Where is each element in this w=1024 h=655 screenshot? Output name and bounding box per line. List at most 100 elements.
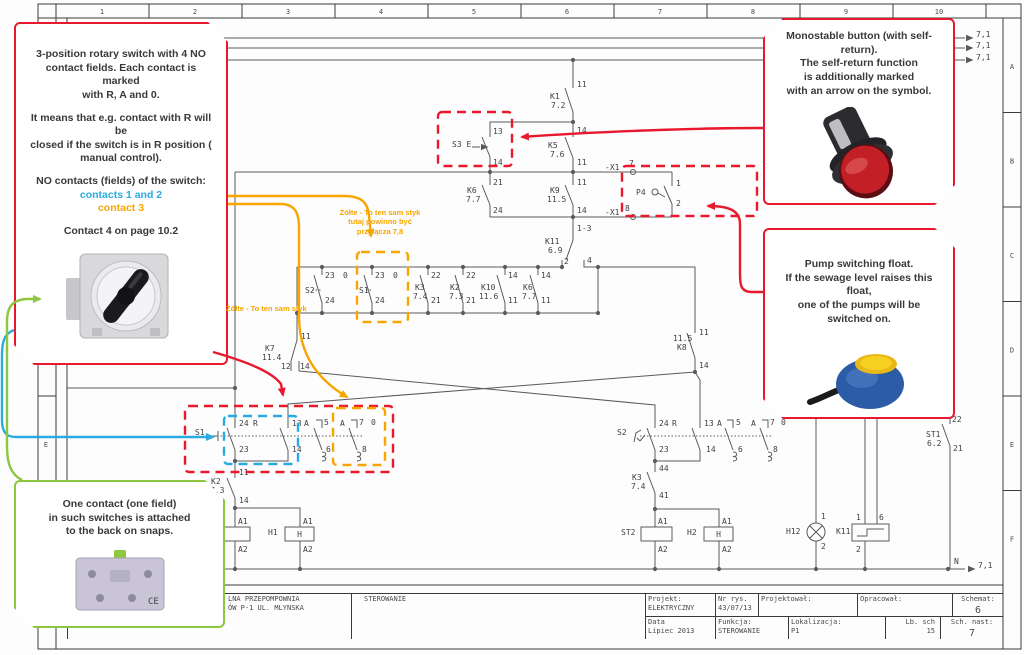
wire bbox=[287, 371, 696, 428]
ruler-col-label: 7 bbox=[658, 8, 662, 16]
coil-box bbox=[220, 526, 251, 542]
schematic-label: 5 bbox=[736, 418, 741, 427]
callout-rotary-contacts12: contacts 1 and 2 bbox=[79, 188, 163, 201]
wire bbox=[351, 419, 358, 428]
float-photo bbox=[804, 340, 914, 418]
schematic-label: 11 bbox=[577, 178, 587, 187]
coil-box bbox=[640, 526, 673, 542]
schematic-label: A bbox=[717, 419, 722, 428]
junction-dot bbox=[535, 264, 541, 270]
junction-dot bbox=[297, 566, 303, 572]
wire bbox=[727, 419, 734, 428]
titleblock-cell: STEROWANIE bbox=[351, 593, 645, 639]
junction-dot bbox=[595, 310, 601, 316]
titleblock-value: ELEKTRYCZNY bbox=[648, 604, 695, 613]
schematic-label: A bbox=[340, 419, 345, 428]
schematic-label: 0 bbox=[371, 418, 376, 427]
continuation-arrow bbox=[966, 34, 974, 42]
schematic-label: K9 bbox=[550, 186, 560, 195]
schematic-label: 21 bbox=[493, 178, 503, 187]
wire bbox=[636, 437, 641, 442]
junction-dot bbox=[502, 264, 508, 270]
ruler-col-label: 3 bbox=[286, 8, 290, 16]
schematic-label: 7 bbox=[770, 418, 775, 427]
ruler-col-label: 8 bbox=[751, 8, 755, 16]
schematic-label: 7,1 bbox=[978, 561, 993, 570]
schematic-label: 1 bbox=[676, 179, 681, 188]
schematic-label: 23 bbox=[659, 445, 669, 454]
schematic-label: A1 bbox=[303, 517, 313, 526]
schematic-label: 11.4 bbox=[262, 353, 281, 362]
wire bbox=[598, 266, 696, 333]
titleblock-label: Schemat: bbox=[961, 595, 995, 603]
schematic-label: 24 bbox=[375, 296, 385, 305]
schematic-label: 22 bbox=[431, 271, 441, 280]
titleblock-cell: Schemat: 6 bbox=[952, 593, 1003, 616]
schematic-label: S2 bbox=[305, 286, 315, 295]
schematic-label: 24 bbox=[493, 206, 503, 215]
wire-continuation-squiggle bbox=[767, 451, 773, 462]
contact-blade bbox=[663, 185, 673, 205]
schematic-label: 11 bbox=[239, 468, 249, 477]
schematic-label: 6.2 bbox=[927, 439, 942, 448]
schematic-label: 7.6 bbox=[550, 150, 565, 159]
contact-blade bbox=[686, 332, 696, 359]
junction-dot bbox=[502, 310, 508, 316]
contact-blade bbox=[646, 471, 656, 494]
schematic-label: S1 bbox=[195, 428, 205, 437]
continuation-arrow bbox=[966, 56, 974, 64]
titleblock-label: Nr rys. bbox=[718, 595, 748, 603]
contact-blade bbox=[481, 184, 491, 206]
wire-continuation-squiggle bbox=[732, 451, 738, 462]
coil-box bbox=[851, 523, 890, 542]
junction-dot bbox=[570, 169, 576, 175]
titleblock-label: Projektował: bbox=[761, 595, 812, 603]
continuation-arrow bbox=[968, 565, 976, 573]
titleblock-label: Sch. nast: bbox=[950, 618, 994, 626]
wire bbox=[762, 419, 769, 428]
junction-dot bbox=[570, 119, 576, 125]
note-same-contact-long: Żółte - To ten sam styk tutaj powinno by… bbox=[339, 208, 421, 236]
ruler-row-label-right: A bbox=[1010, 63, 1015, 71]
junction-dot bbox=[862, 566, 868, 572]
ruler-row-label-right: B bbox=[1010, 158, 1014, 166]
callout-snap-text: One contact (one field) in such switches… bbox=[48, 498, 191, 538]
junction-dot bbox=[559, 264, 565, 270]
schematic-label: 6.9 bbox=[548, 246, 563, 255]
schematic-label: 11.6 bbox=[479, 292, 498, 301]
titleblock-cell: Projektował: bbox=[758, 593, 857, 616]
junction-dot bbox=[460, 310, 466, 316]
wire bbox=[235, 507, 301, 527]
contact-blade bbox=[564, 87, 574, 113]
schematic-label: 14 bbox=[300, 362, 310, 371]
schematic-label: 14 bbox=[508, 271, 518, 280]
titleblock-value: 6 bbox=[974, 605, 982, 616]
schematic-label: 1-3 bbox=[577, 224, 592, 233]
wire bbox=[298, 370, 656, 428]
monostable-button-photo bbox=[807, 107, 911, 207]
schematic-label: R bbox=[253, 419, 258, 428]
schematic-label: 2 bbox=[676, 199, 681, 208]
titleblock-value: P1 bbox=[791, 627, 800, 636]
contact-blade bbox=[564, 136, 574, 159]
schematic-label: A bbox=[304, 419, 309, 428]
callout-rotary-p1: 3-position rotary switch with 4 NO conta… bbox=[36, 48, 206, 101]
wire-continuation-squiggle bbox=[356, 451, 362, 462]
schematic-label: H1 bbox=[268, 528, 278, 537]
svg-text:CE: CE bbox=[148, 597, 159, 607]
coil-box bbox=[284, 526, 315, 542]
titleblock-value: 43/07/13 bbox=[718, 604, 752, 613]
schematic-label: -X1 bbox=[605, 163, 620, 172]
schematic-label: 44 bbox=[659, 464, 669, 473]
schematic-label: 11.5 bbox=[547, 195, 566, 204]
schematic-label: 14 bbox=[541, 271, 551, 280]
titleblock-value: STEROWANIE bbox=[364, 595, 407, 603]
schematic-label: K2 bbox=[450, 283, 460, 292]
schematic-label: K10 bbox=[481, 283, 496, 292]
wire bbox=[655, 450, 701, 462]
schematic-label: 21 bbox=[466, 296, 476, 305]
schematic-label: A1 bbox=[722, 517, 732, 526]
titleblock-value: LNA PRZEPOMPOWNIA ÓW P-1 UL. MLYNSKA bbox=[228, 595, 304, 613]
titleblock-label: Projekt: bbox=[648, 595, 682, 603]
junction-dot bbox=[232, 505, 238, 511]
